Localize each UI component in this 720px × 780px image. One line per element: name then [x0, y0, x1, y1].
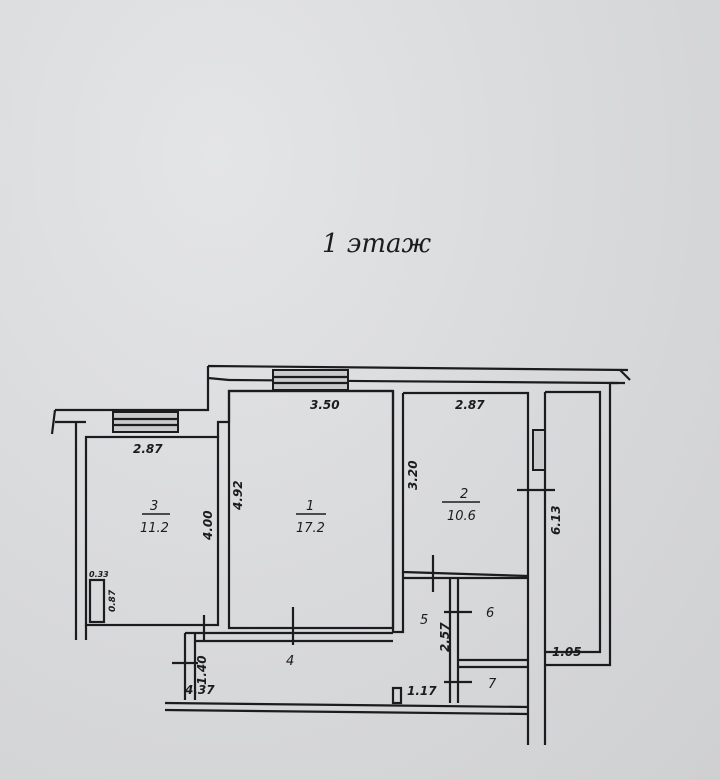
room2-area: 10.6	[447, 509, 476, 524]
room3-area: 11.2	[140, 521, 169, 536]
dim-room3-depth: 4.00	[201, 510, 215, 541]
labels: 2.87 3 11.2 4.00 4.92 3.50 1 17.2 3.20 2…	[89, 398, 582, 698]
room1-number: 1	[306, 499, 314, 514]
dim-closet-width: 0.33	[89, 570, 109, 579]
windows	[112, 369, 546, 471]
room4-number: 4	[286, 654, 294, 669]
room3-number: 3	[150, 499, 158, 514]
dim-hall-depth: 1.40	[195, 655, 209, 685]
window-room3	[112, 411, 179, 433]
dim-room2-depth: 3.20	[406, 460, 420, 490]
dim-balcony-width: 1.05	[552, 645, 582, 659]
closet	[88, 578, 106, 624]
dim-closet-depth: 0.87	[108, 589, 118, 612]
room7-number: 7	[488, 677, 497, 692]
dim-balcony-length: 6.13	[549, 505, 563, 535]
window-room2	[532, 429, 546, 471]
dim-room3-width: 2.87	[133, 442, 163, 456]
dim-room1-width: 3.50	[310, 398, 340, 412]
room6-number: 6	[486, 606, 494, 621]
dim-hall-length: 4.37	[184, 683, 215, 697]
dim-room2-width: 2.87	[455, 398, 485, 412]
window-room1	[272, 369, 349, 391]
room1-area: 17.2	[296, 521, 325, 536]
dim-room1-depth: 4.92	[231, 480, 245, 511]
door-marks	[172, 488, 555, 684]
floor-title: 1 этаж	[322, 229, 432, 259]
dim-hall-end: 1.17	[407, 684, 437, 698]
room5-number: 5	[420, 613, 428, 628]
dim-room5-length: 2.57	[438, 622, 452, 652]
room2-number: 2	[460, 487, 468, 502]
